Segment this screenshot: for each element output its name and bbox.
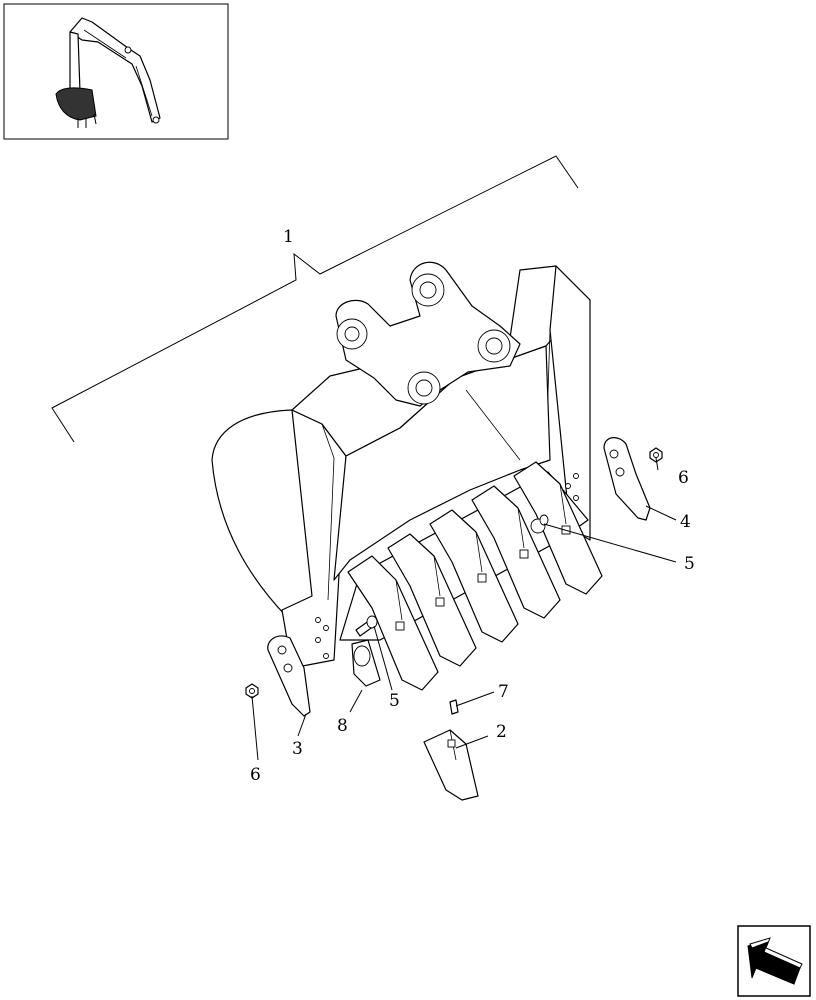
retainer-pin [449, 699, 459, 715]
thumbnail-panel[interactable] [3, 3, 229, 140]
tooth-2 [387, 533, 477, 667]
bolt-left [355, 615, 378, 637]
callout-4: 4 [680, 512, 691, 532]
callout-8: 8 [337, 716, 348, 736]
tooth-4 [471, 485, 561, 619]
tooth-3 [429, 509, 519, 643]
return-button[interactable] [737, 925, 811, 997]
assembly-bracket [51, 155, 579, 443]
callout-5-right: 5 [684, 554, 695, 574]
return-arrow-icon [747, 937, 803, 985]
side-plate-right [603, 437, 651, 521]
callout-1: 1 [283, 227, 294, 247]
side-cutter [351, 639, 381, 687]
nut-left [245, 683, 259, 699]
callout-6-right: 6 [678, 468, 689, 488]
callout-labels: 1 2 3 4 5 5 6 6 7 8 [250, 227, 695, 785]
bolt-right [530, 514, 549, 534]
side-plate-left [267, 635, 311, 717]
exploded-tooth [423, 729, 479, 801]
callout-3: 3 [292, 739, 303, 759]
callout-2: 2 [496, 722, 507, 742]
callout-5-left: 5 [389, 691, 400, 711]
excavator-overview-icon [55, 17, 161, 128]
leader-lines [251, 457, 677, 761]
callout-6-left: 6 [250, 765, 261, 785]
bucket-teeth [347, 461, 603, 691]
callout-7: 7 [498, 682, 509, 702]
nut-right [649, 447, 663, 463]
